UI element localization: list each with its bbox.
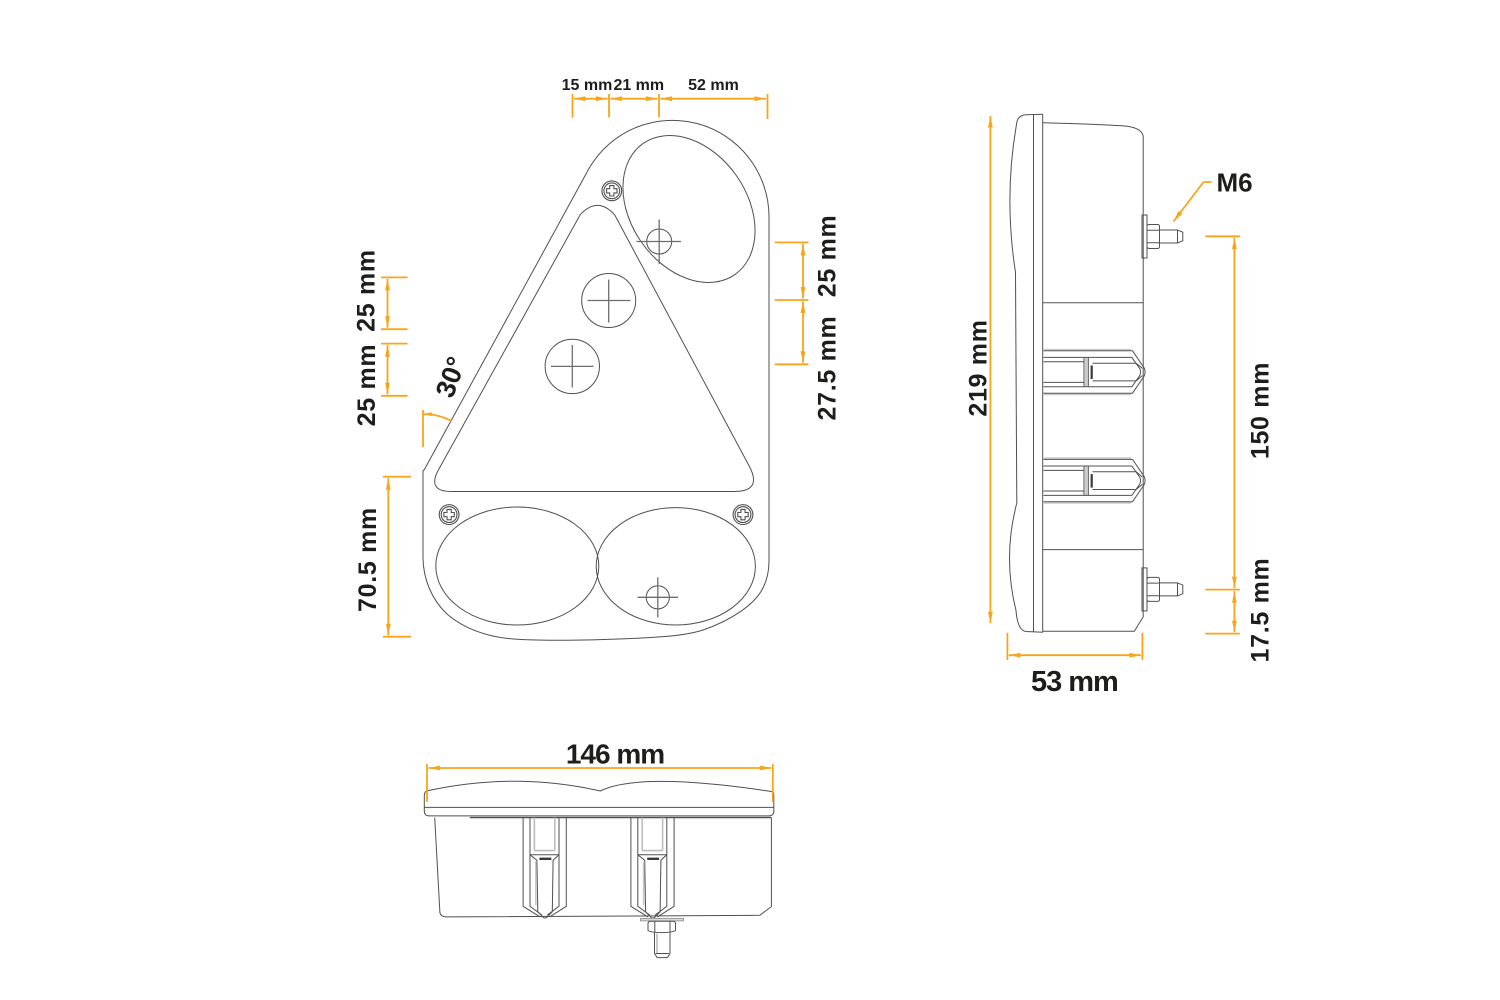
svg-text:M6: M6 — [1216, 168, 1252, 198]
svg-text:70.5 mm: 70.5 mm — [354, 507, 382, 612]
svg-text:146 mm: 146 mm — [566, 739, 664, 770]
svg-text:21 mm: 21 mm — [613, 77, 664, 94]
svg-text:150 mm: 150 mm — [1247, 362, 1275, 459]
svg-text:53 mm: 53 mm — [1031, 666, 1118, 698]
svg-text:219 mm: 219 mm — [965, 319, 993, 416]
svg-text:52 mm: 52 mm — [688, 77, 739, 94]
svg-text:25 mm: 25 mm — [353, 249, 381, 332]
svg-text:25 mm: 25 mm — [353, 344, 381, 427]
svg-text:15 mm: 15 mm — [562, 77, 613, 94]
svg-text:27.5 mm: 27.5 mm — [814, 316, 842, 421]
svg-text:25 mm: 25 mm — [814, 215, 842, 298]
svg-text:17.5 mm: 17.5 mm — [1247, 558, 1275, 663]
